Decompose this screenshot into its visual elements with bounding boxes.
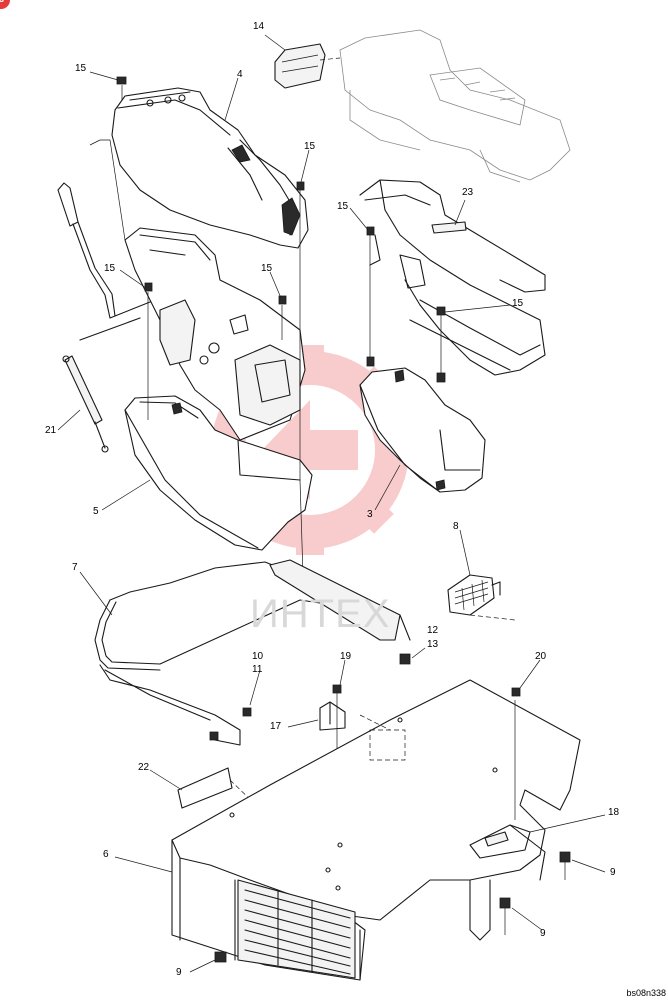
callout-5: 5 bbox=[93, 506, 99, 517]
corner-badge: 3 bbox=[0, 0, 10, 9]
callout-9-bottom: 9 bbox=[540, 928, 546, 939]
callout-19: 19 bbox=[340, 651, 352, 662]
seat-frame-part-7 bbox=[94, 559, 411, 746]
assembly-leader-lines bbox=[89, 85, 442, 576]
callout-23: 23 bbox=[462, 187, 474, 198]
base-plate-part-6 bbox=[171, 679, 581, 981]
lower-console-part-3 bbox=[359, 367, 486, 493]
callout-9-left: 9 bbox=[176, 967, 182, 978]
callout-4: 4 bbox=[237, 69, 243, 80]
callout-leaders bbox=[57, 34, 606, 973]
callout-14: 14 bbox=[253, 21, 265, 32]
control-lever bbox=[57, 182, 156, 341]
ghost-console-outline bbox=[339, 29, 571, 183]
callout-7: 7 bbox=[72, 562, 78, 573]
right-bracket-assembly bbox=[359, 179, 546, 376]
bracket-part-18 bbox=[469, 824, 546, 881]
watermark-text: ИНТЕХ bbox=[250, 592, 391, 636]
console-cover-part-4 bbox=[111, 87, 309, 249]
callout-17: 17 bbox=[270, 721, 282, 732]
lower-console-part-5 bbox=[124, 395, 313, 551]
callout-6: 6 bbox=[103, 849, 109, 860]
callout-11: 11 bbox=[252, 664, 263, 675]
switch-part-14 bbox=[274, 43, 341, 89]
gas-spring-part-21 bbox=[62, 355, 109, 453]
callout-15-right: 15 bbox=[337, 201, 349, 212]
callout-22: 22 bbox=[138, 762, 150, 773]
screw-set-15 bbox=[116, 76, 446, 383]
vent-grille bbox=[244, 889, 351, 975]
callout-20: 20 bbox=[535, 651, 547, 662]
callout-3: 3 bbox=[367, 509, 373, 520]
figure-code: bs08n338 bbox=[626, 988, 666, 998]
callout-21: 21 bbox=[45, 425, 57, 436]
corner-badge-label: 3 bbox=[0, 0, 4, 4]
callout-15-bracket: 15 bbox=[512, 298, 524, 309]
callout-15-top: 15 bbox=[75, 63, 87, 74]
callout-9-right: 9 bbox=[610, 867, 616, 878]
callout-8: 8 bbox=[453, 521, 459, 532]
callout-10: 10 bbox=[252, 651, 264, 662]
screw-part-20 bbox=[511, 687, 521, 697]
callout-15-left: 15 bbox=[104, 263, 116, 274]
callout-18: 18 bbox=[608, 807, 620, 818]
callout-12: 12 bbox=[427, 625, 439, 636]
callout-15-center: 15 bbox=[261, 263, 273, 274]
callout-15-cover: 15 bbox=[304, 141, 316, 152]
bolt-set-9 bbox=[214, 851, 571, 963]
connector-part-8 bbox=[447, 574, 516, 621]
callout-13: 13 bbox=[427, 639, 439, 650]
